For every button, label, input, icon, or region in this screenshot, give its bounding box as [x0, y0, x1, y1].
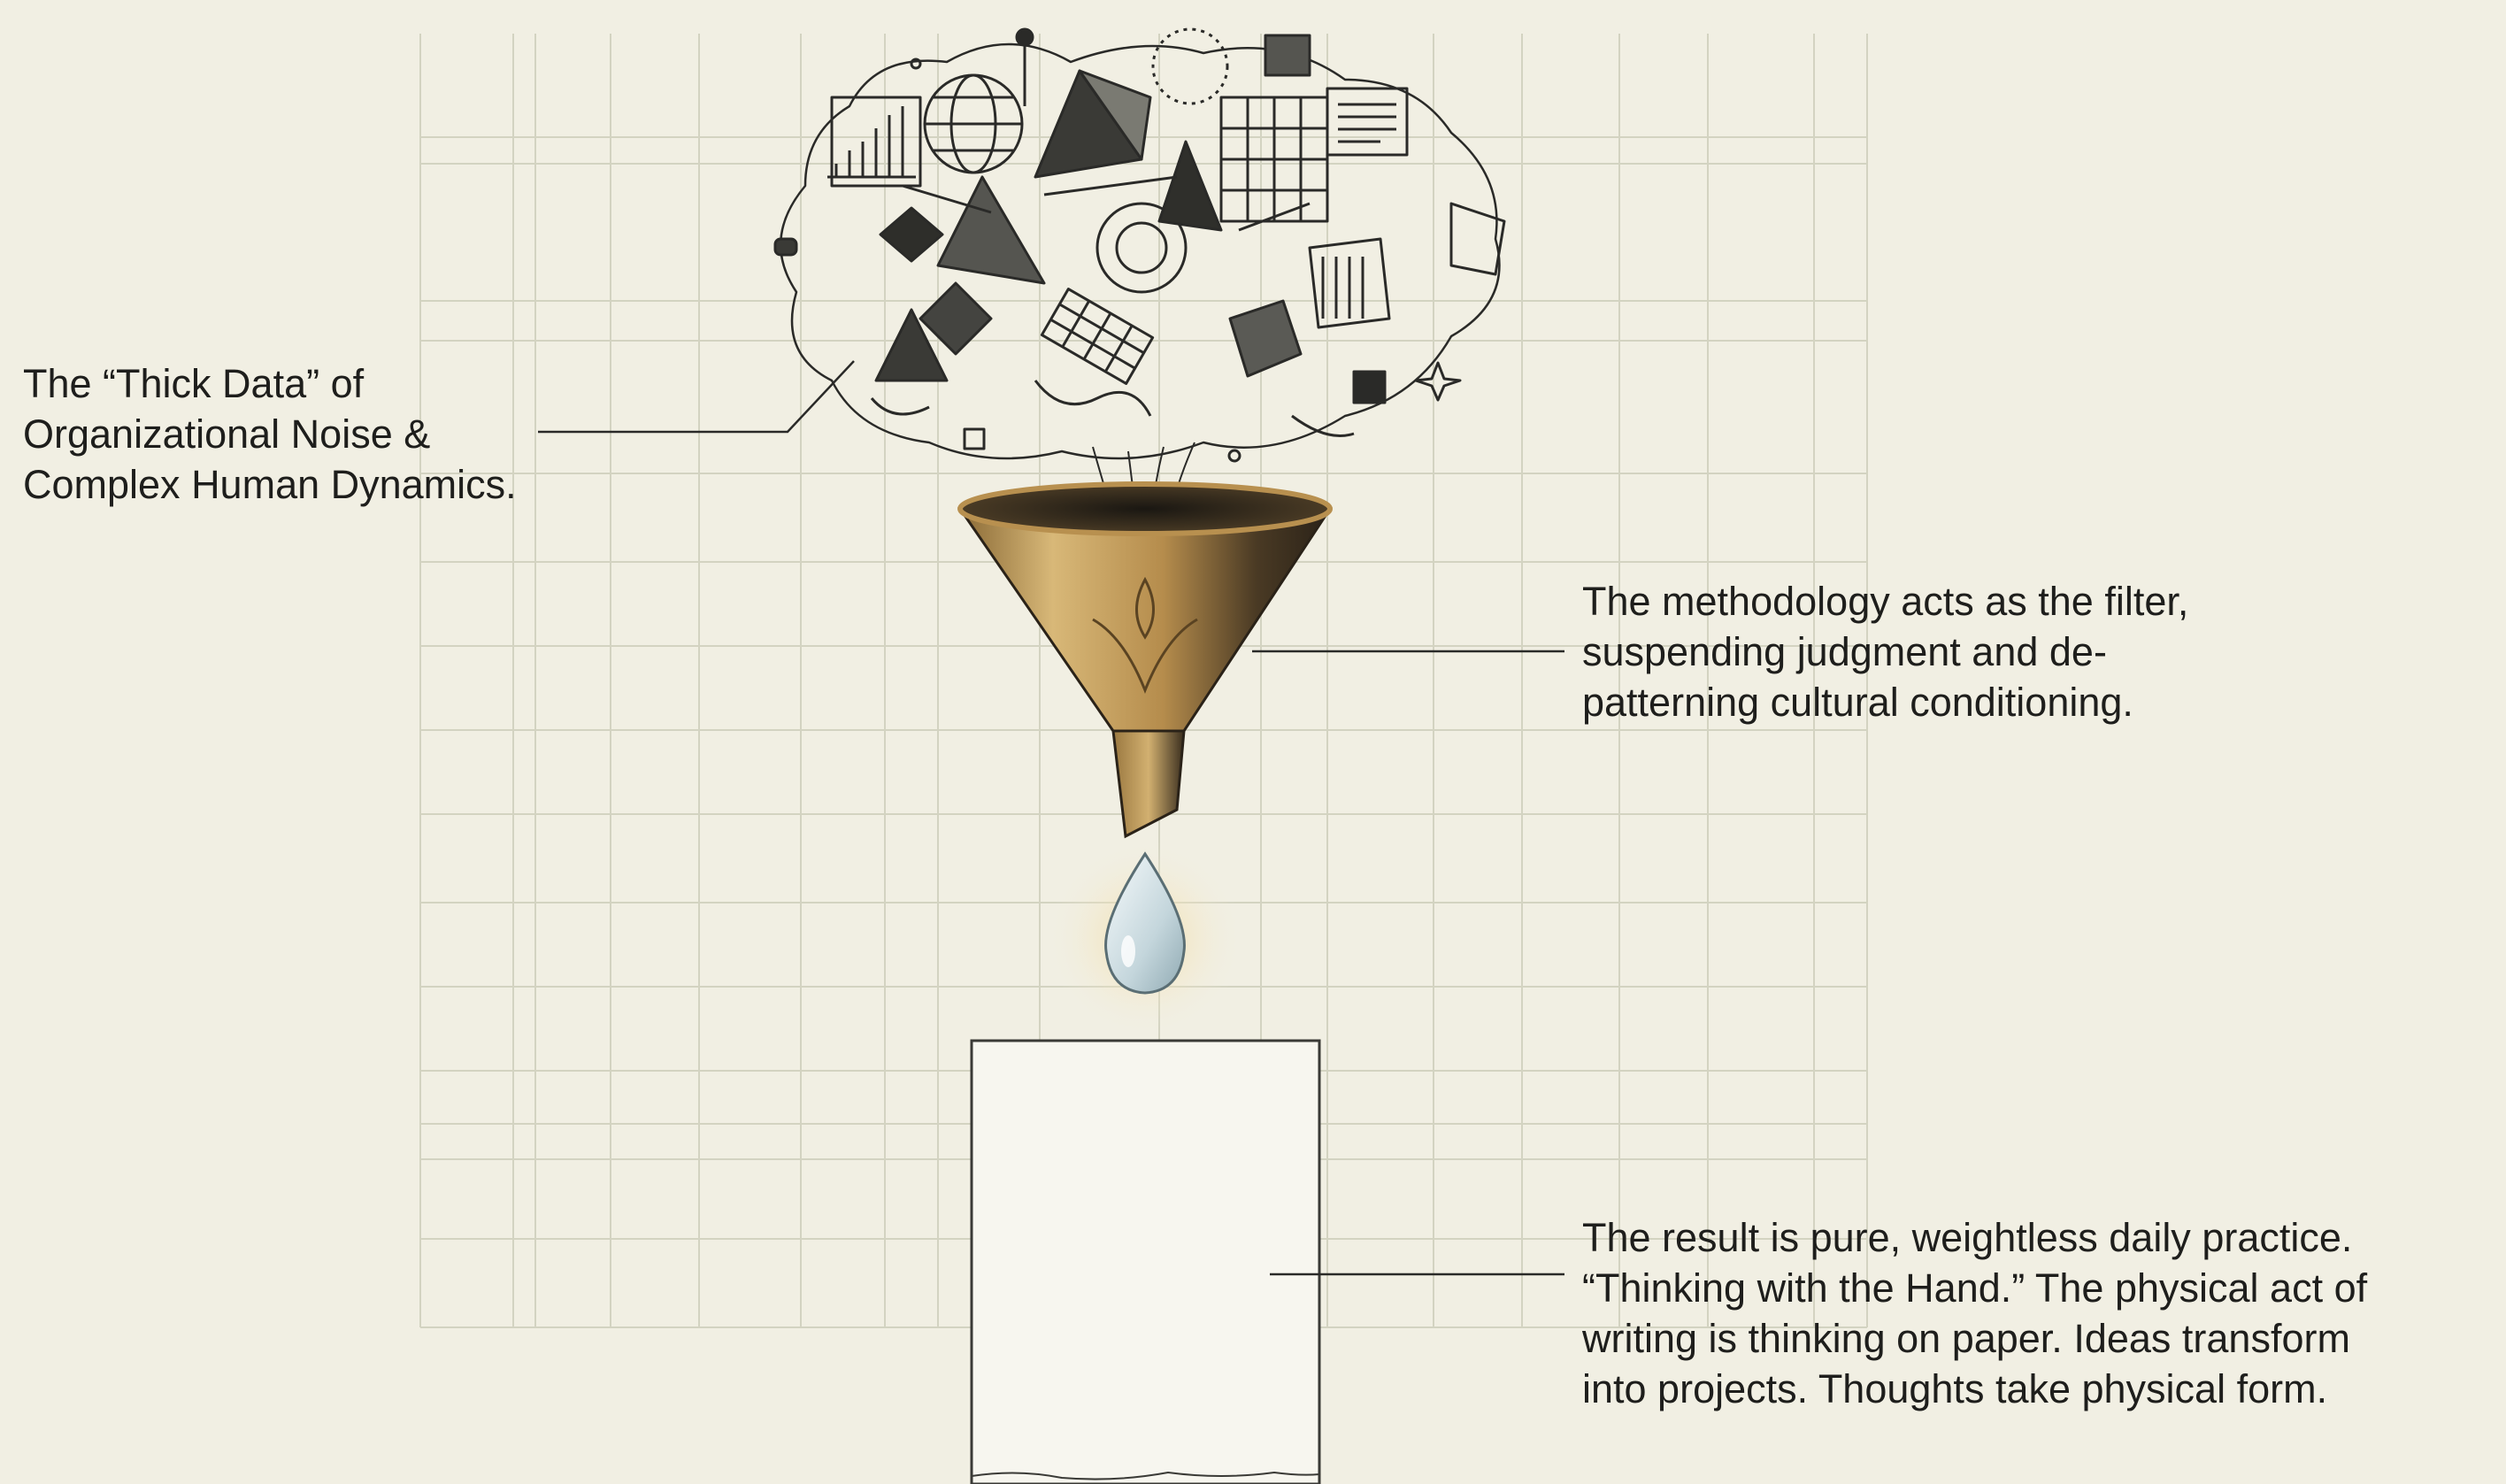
callout-result-line-3: writing is thinking on paper. Ideas tran… — [1582, 1316, 2350, 1361]
thick-data-cloud — [773, 27, 1506, 463]
grid-verticals — [419, 34, 1868, 1327]
globe-sketch — [923, 73, 1024, 174]
document-sketch — [1326, 87, 1409, 157]
triangle-sketch — [936, 175, 1046, 285]
callout-result-line-4: into projects. Thoughts take physical fo… — [1582, 1366, 2328, 1411]
funnel-cone — [957, 507, 1333, 733]
black-square — [1352, 370, 1387, 404]
bar-chart-sketch — [827, 96, 922, 188]
funnel-rim — [957, 481, 1333, 536]
callout-noise-line-1: The “Thick Data” of — [23, 361, 365, 406]
callout-thick-data: The “Thick Data” of Organizational Noise… — [23, 358, 517, 510]
diamond-sketch — [879, 206, 944, 263]
callout-result-practice: The result is pure, weightless daily pra… — [1582, 1212, 2367, 1414]
triangle-sketch-small — [874, 308, 949, 382]
callout-result-line-2: “Thinking with the Hand.” The physical a… — [1582, 1265, 2368, 1311]
callout-noise-line-2: Organizational Noise & — [23, 411, 431, 457]
cube-sketch — [1228, 237, 1391, 378]
pill-shape — [773, 237, 798, 257]
tiny-square — [963, 427, 986, 450]
callout-result-line-1: The result is pure, weightless daily pra… — [1582, 1215, 2353, 1260]
callout-filter-line-1: The methodology acts as the filter, — [1582, 579, 2189, 624]
callout-filter-line-2: suspending judgment and de- — [1582, 629, 2107, 674]
keyboard-sketch — [1040, 288, 1155, 385]
leader-lines — [538, 360, 1564, 1276]
funnel — [957, 481, 1333, 839]
callout-noise-line-3: Complex Human Dynamics. — [23, 462, 517, 507]
funnel-ornament — [1092, 576, 1198, 695]
bowtie-sketch — [919, 281, 993, 356]
small-square — [1264, 34, 1311, 77]
dark-triangle-sketch — [1157, 140, 1223, 232]
paper-sheet — [970, 1039, 1321, 1484]
funnel-spout — [1111, 729, 1186, 839]
dotted-sphere — [1151, 27, 1229, 105]
small-circle — [910, 58, 922, 70]
target-sketch — [1095, 202, 1188, 294]
callout-methodology-filter: The methodology acts as the filter, susp… — [1582, 576, 2188, 727]
star-sketch — [1414, 361, 1462, 402]
grid-block-sketch — [1219, 96, 1329, 223]
callout-filter-line-3: patterning cultural conditioning. — [1582, 680, 2133, 725]
pyramid-sketch — [1034, 69, 1152, 179]
leader-line-noise — [538, 360, 855, 434]
